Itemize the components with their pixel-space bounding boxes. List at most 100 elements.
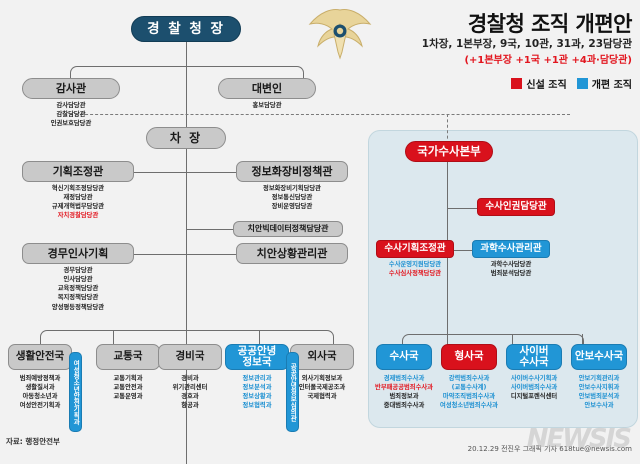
sub-item: 인권보호담당관	[50, 120, 92, 128]
sub-item: 교육정책담당관	[57, 285, 99, 293]
connector-row-planning	[70, 172, 302, 173]
node-vice-commissioner[interactable]: 차 장	[146, 127, 226, 149]
watermark: NEWSIS	[526, 424, 632, 454]
connector-top-bracket	[70, 66, 304, 79]
legend: 신설 조직 개편 조직	[511, 76, 632, 91]
sub-item: 경비과	[181, 375, 199, 382]
sub-item: 여성청소년범죄수사과	[440, 402, 498, 410]
node-bigdata-policy[interactable]: 치안빅데이터정책담당관	[233, 221, 343, 237]
bureau-4-vertical-tab[interactable]: 공공안녕정보심의관	[286, 352, 299, 432]
bureau-2[interactable]: 교통국	[96, 344, 160, 370]
sub-item: 경무담당관	[63, 267, 93, 274]
bureau-4[interactable]: 안보수사국	[571, 344, 627, 370]
sub-item: 디지털포렌식센터	[510, 393, 558, 401]
sub-item: 사이버수사기획과	[510, 375, 558, 382]
bureau-1[interactable]: 생활안전국	[8, 344, 72, 370]
node-forensic-management[interactable]: 과학수사관리관	[472, 240, 550, 258]
bureau-3[interactable]: 경비국	[158, 344, 222, 370]
node-situation-control[interactable]: 치안상황관리관	[236, 243, 348, 264]
sub-item: 수사심사정책담당관	[388, 270, 442, 278]
sub-item: (교통수사계)	[451, 384, 487, 392]
connector-inv-rights	[447, 208, 477, 209]
connector-dashed-to-nip	[447, 114, 448, 144]
bureau-2[interactable]: 형사국	[441, 344, 497, 370]
legend-swatch-new	[511, 78, 523, 89]
node-investigation-rights[interactable]: 수사인권담당관	[477, 198, 555, 216]
node-auditor[interactable]: 감사관	[22, 78, 120, 99]
node-investigation-planning[interactable]: 수사기획조정관	[376, 240, 454, 258]
sub-item: 혁신기획조정담당관	[51, 185, 105, 192]
sub-item: 마약조직범죄수사과	[442, 393, 496, 401]
connector-bureau-bracket-left	[40, 330, 334, 345]
sub-item: 안보수사과	[584, 402, 614, 410]
connector-bigdata	[186, 229, 234, 230]
connector-nip-tick-2	[512, 334, 513, 346]
connector-inv-planning-forensic	[415, 250, 505, 251]
bureau-1[interactable]: 수사국	[376, 344, 432, 370]
node-spokesperson[interactable]: 대변인	[218, 78, 316, 99]
org-delta: (+1본부장 +1국 +1관 +4과·담당관)	[464, 55, 632, 66]
sub-item: 교통기획과	[113, 375, 143, 382]
sub-item: 범죄분석담당관	[490, 270, 532, 278]
connector-bureau-tick-1	[113, 330, 114, 344]
sub-item: 자치경찰담당관	[57, 212, 99, 220]
legend-label-reorg: 개편 조직	[591, 80, 632, 91]
sub-item: 항공과	[181, 402, 199, 410]
bureau-4[interactable]: 공공안녕 정보국	[225, 344, 289, 370]
sub-item: 정보분석과	[242, 384, 272, 392]
legend-label-new: 신설 조직	[526, 80, 567, 91]
connector-bureau-tick-2	[186, 330, 187, 344]
page-title: 경찰청 조직 개편안	[467, 12, 633, 36]
node-info-equipment[interactable]: 정보화장비정책관	[236, 161, 348, 182]
sub-item: 교통안전과	[113, 384, 143, 392]
connector-nip-tick-1	[447, 334, 448, 346]
connector-row-hr	[70, 254, 302, 255]
sub-item: 경제범죄수사과	[383, 375, 425, 382]
credit-label: 20.12.29 전진우 그래픽 기자 618tue@newsis.com	[467, 445, 632, 453]
police-emblem	[308, 9, 372, 60]
spine-vertical	[186, 40, 187, 464]
sub-item: 교통운영과	[113, 393, 143, 401]
node-hr-planning[interactable]: 경무인사기획	[22, 243, 134, 264]
sub-item: 경호과	[181, 393, 199, 401]
bureau-1-vertical-tab[interactable]: 여성청소년안전기획과	[69, 352, 82, 432]
sub-item: 안보수사지휘과	[578, 384, 620, 392]
sub-item: 과학수사담당관	[490, 261, 532, 268]
sub-item: 정보화장비기획담당관	[263, 185, 321, 192]
subs-spokesperson: 홍보담당관	[218, 101, 316, 110]
sub-item: 안보범죄분석과	[578, 393, 620, 401]
node-planning-bureau[interactable]: 기획조정관	[22, 161, 134, 182]
sub-item: 재정담당관	[63, 194, 93, 202]
sub-item: 정보협력과	[242, 402, 272, 410]
bureau-5[interactable]: 외사국	[290, 344, 354, 370]
sub-item: 사이버범죄수사과	[510, 384, 558, 392]
sub-item: 국제협력과	[307, 393, 337, 401]
sub-item: 감사담당관	[56, 102, 86, 109]
sub-item: 장비운영담당관	[271, 203, 313, 211]
sub-item: 위기관리센터	[172, 384, 208, 392]
sub-item: 아동청소년과	[22, 393, 58, 401]
org-summary: 1차장, 1본부장, 9국, 10관, 31과, 23담당관	[421, 38, 632, 50]
sub-item: 반부패공공범죄수사과	[375, 384, 433, 392]
sub-item: 인사담당관	[63, 276, 93, 284]
sub-item: 복지정책담당관	[57, 294, 99, 302]
bureau-3[interactable]: 사이버 수사국	[506, 344, 562, 370]
source-label: 자료: 행정안전부	[6, 437, 60, 446]
connector-dashed-horizontal	[70, 114, 570, 115]
node-commissioner[interactable]: 경 찰 청 장	[131, 16, 241, 42]
node-nip-hq[interactable]: 국가수사본부	[405, 141, 493, 162]
sub-item: 규제개혁법무담당관	[51, 203, 105, 211]
sub-item: 안보기획관리과	[578, 375, 620, 382]
